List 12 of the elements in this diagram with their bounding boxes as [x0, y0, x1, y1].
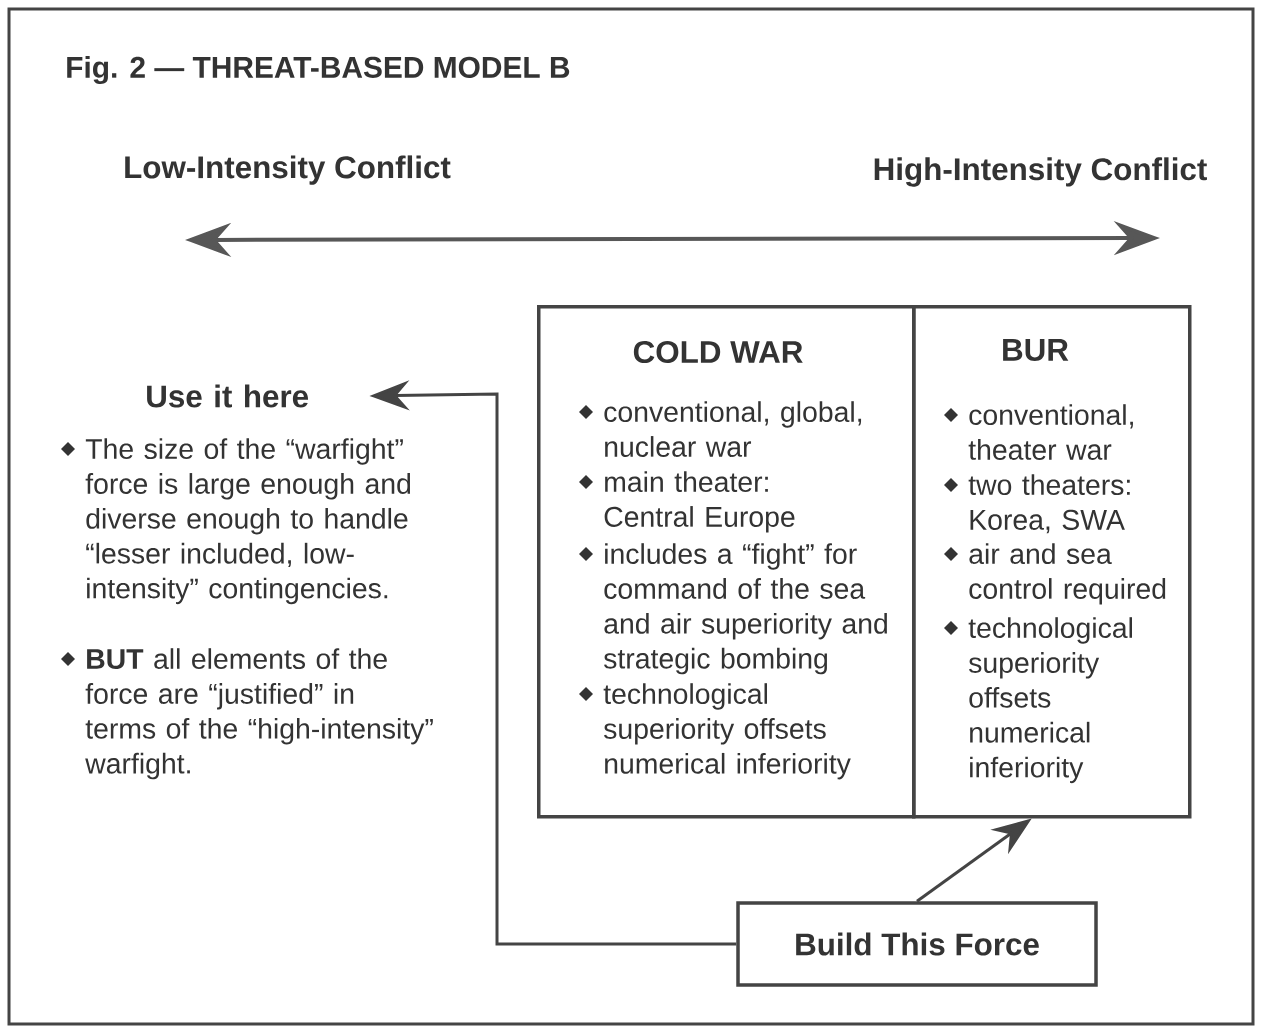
scale-label: Low-Intensity Conflict	[125, 155, 451, 185]
bullet-item: The size of the “warfight” force is large enough and diverse enough to handle “lesser included, low-intensity” contingencies.	[61, 438, 411, 605]
bullet-item: technological superiority offsets numerical inferiority	[579, 683, 851, 780]
column-heading: COLD WAR	[633, 340, 803, 364]
scale-label: High-Intensity Conflict	[874, 157, 1207, 187]
heading: Use it here	[147, 384, 309, 408]
column-box	[912, 305, 1192, 819]
bullet-item: technological superiority offsets numerical inferiority	[944, 617, 1132, 784]
process-box: Build This Force	[736, 901, 1098, 987]
column-heading: BUR	[1003, 339, 1069, 361]
bullet-item: BUT all elements of the force are “justified” in terms of the “high-intensity” warfight.	[61, 648, 433, 780]
figure-title: Fig. 2 — THREAT-BASED MODEL B	[67, 56, 570, 84]
